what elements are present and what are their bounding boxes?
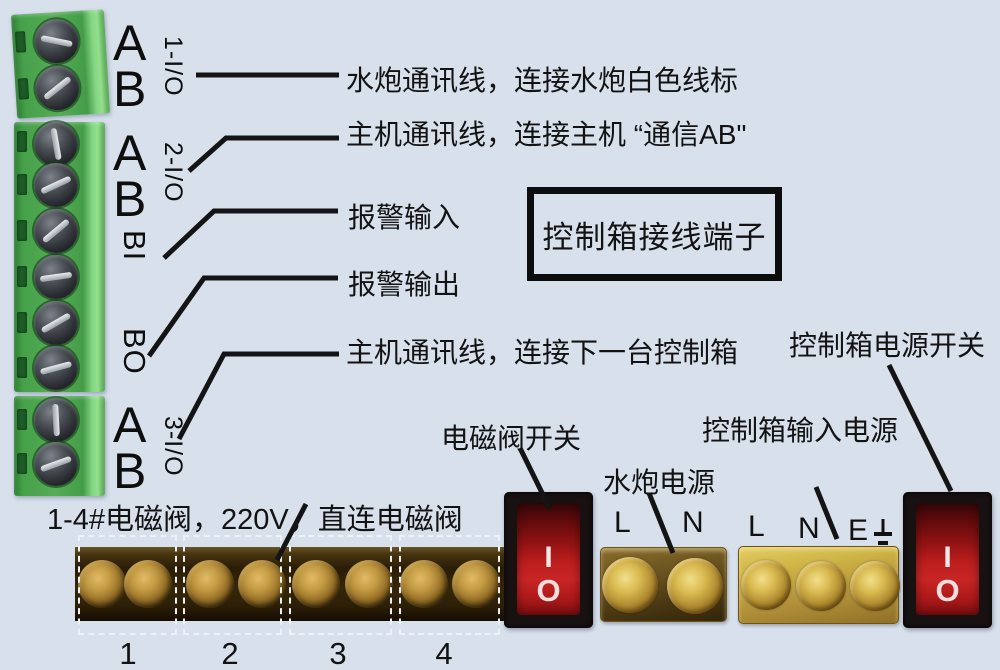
rocker[interactable]: I O	[517, 503, 580, 615]
brass-screw	[850, 561, 900, 611]
annotation-alarm-input: 报警输入	[348, 202, 461, 233]
terminal-notch	[17, 409, 27, 430]
terminal-label-bo: BO	[117, 328, 152, 375]
solenoid-valve-switch[interactable]: I O	[504, 492, 593, 628]
screw-slot	[40, 35, 73, 48]
brass-screw	[400, 560, 448, 608]
annotation-control-box-input-power: 控制箱输入电源	[702, 415, 899, 446]
water-power-label-n: N	[682, 506, 704, 539]
valve-zone-3-outline	[289, 535, 392, 635]
terminal-notch	[14, 31, 27, 53]
terminal-label-a1: A	[113, 15, 147, 71]
terminal-block-2-io-bi-bo	[14, 122, 105, 392]
screw-slot	[50, 127, 62, 161]
brass-screw	[452, 560, 500, 608]
water-cannon-power-block	[600, 547, 727, 622]
annotation-host-comm-next: 主机通讯线，连接下一台控制箱	[346, 337, 739, 368]
brass-screw	[292, 560, 340, 608]
switch-off-mark: O	[935, 573, 960, 608]
input-power-label-l: L	[748, 510, 765, 543]
annotation-alarm-output: 报警输出	[348, 269, 461, 300]
terminal-notch	[17, 357, 27, 378]
screw-terminal	[34, 442, 78, 486]
brass-screw	[602, 557, 658, 613]
screw-slot	[40, 175, 72, 195]
screw-terminal	[33, 17, 80, 65]
valve-zone-2-outline	[183, 535, 282, 635]
terminal-notch	[17, 174, 27, 195]
leader-host-comm	[187, 135, 339, 173]
valve-number-4: 4	[435, 636, 453, 670]
terminal-notch	[17, 220, 27, 241]
terminal-block-1-io	[10, 9, 111, 119]
terminal-label-b2: B	[113, 171, 147, 227]
terminal-label-b3: B	[113, 443, 147, 499]
screw-terminal	[34, 209, 78, 253]
brass-screw	[741, 560, 791, 610]
brass-screw	[238, 560, 286, 608]
switch-on-mark: I	[943, 541, 952, 574]
leader-water-cannon-power	[646, 492, 676, 554]
rocker[interactable]: I O	[916, 503, 979, 615]
screw-terminal	[34, 163, 78, 207]
brass-screw	[796, 561, 846, 611]
leader-alarm-input	[162, 208, 338, 260]
screw-terminal	[34, 301, 78, 345]
screw-slot	[39, 271, 73, 283]
annotation-host-comm: 主机通讯线，连接主机 “通信AB"	[346, 119, 747, 150]
terminal-label-b1: B	[113, 61, 147, 117]
brass-screw	[667, 558, 723, 614]
screw-terminal	[34, 255, 78, 299]
screw-slot	[41, 218, 71, 244]
brass-screw	[345, 560, 393, 608]
annotation-water-cannon-comm: 水炮通讯线，连接水炮白色线标	[346, 65, 739, 96]
control-box-power-switch[interactable]: I O	[903, 492, 992, 628]
switch-on-mark: I	[544, 541, 553, 574]
terminal-notch	[17, 453, 27, 474]
valve-zone-1-outline	[78, 535, 177, 635]
title-box: 控制箱接线端子	[527, 187, 782, 281]
brass-screw	[78, 560, 126, 608]
screw-slot	[52, 403, 60, 437]
screw-terminal	[34, 398, 78, 442]
terminal-notch	[17, 78, 30, 100]
screw-slot	[40, 312, 72, 334]
annotation-solenoid-note: 1-4#电磁阀，220V，直连电磁阀	[47, 504, 463, 536]
brass-screw	[186, 560, 234, 608]
title-box-label: 控制箱接线端子	[542, 219, 767, 255]
terminal-notch	[17, 312, 27, 333]
terminal-label-1-io: 1-I/O	[159, 36, 187, 97]
annotation-solenoid-valve-switch: 电磁阀开关	[441, 423, 582, 454]
valve-number-3: 3	[329, 636, 347, 670]
screw-terminal	[34, 64, 81, 112]
terminal-notch	[17, 131, 27, 152]
screw-slot	[43, 75, 72, 101]
terminal-label-2-io: 2-I/O	[159, 142, 187, 203]
earth-ground-icon	[874, 519, 892, 545]
annotation-water-cannon-power: 水炮电源	[603, 467, 716, 498]
valve-number-2: 2	[221, 636, 239, 670]
terminal-block-3-io	[14, 396, 105, 496]
annotation-control-box-power-switch: 控制箱电源开关	[789, 330, 986, 361]
terminal-label-bi: BI	[117, 230, 152, 262]
terminal-notch	[17, 266, 27, 287]
leader-host-comm-next	[176, 351, 339, 441]
brass-screw	[124, 560, 172, 608]
input-power-block	[738, 546, 900, 624]
water-power-label-l: L	[614, 506, 631, 539]
screw-terminal	[34, 346, 78, 390]
screw-slot	[39, 455, 73, 473]
switch-off-mark: O	[536, 573, 561, 608]
screw-terminal	[34, 122, 78, 166]
valve-zone-4-outline	[399, 535, 500, 635]
input-power-label-n: N	[798, 512, 820, 545]
valve-number-1: 1	[119, 636, 137, 670]
input-power-label-e: E	[848, 514, 869, 547]
terminal-label-3-io: 3-I/O	[159, 416, 187, 477]
terminal-label-a3: A	[113, 397, 147, 453]
leader-alarm-output	[146, 275, 338, 358]
terminal-label-a2: A	[113, 125, 147, 181]
leader-box-power-switch	[886, 363, 954, 493]
screw-slot	[39, 360, 73, 376]
